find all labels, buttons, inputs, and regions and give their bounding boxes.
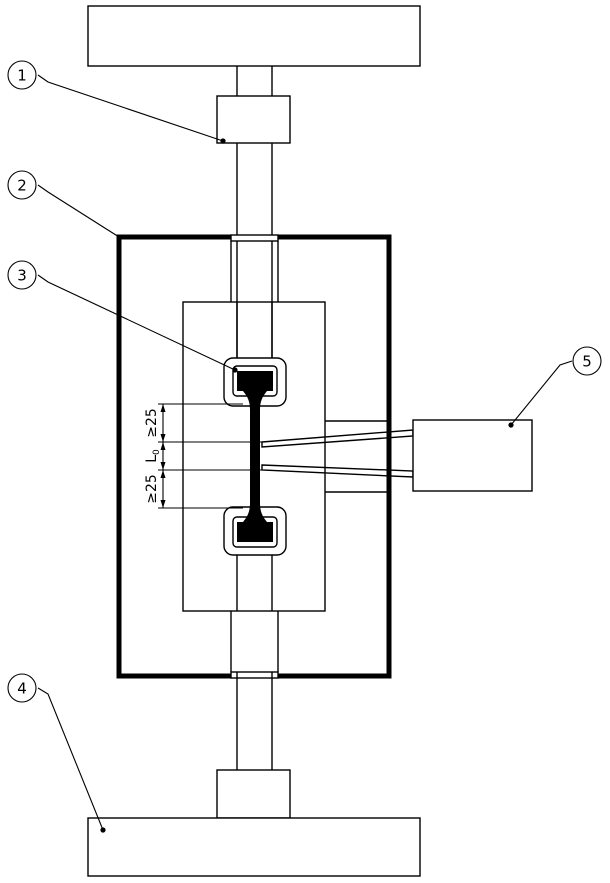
lower-coupling — [216, 769, 291, 819]
callout-4: 4 — [7, 673, 37, 703]
callout-5-label: 5 — [582, 353, 592, 371]
bottom-crosshead — [87, 817, 421, 877]
specimen — [237, 371, 273, 542]
lower-pull-rod — [236, 672, 273, 770]
extensometer-rods — [261, 429, 430, 478]
dimension-gauge-label: L0 — [144, 449, 162, 463]
furnace-rod-ports — [230, 234, 279, 679]
furnace-chamber — [182, 301, 326, 612]
top-crosshead — [87, 5, 421, 67]
dimension-upper-label: ≥25 — [144, 408, 160, 438]
leader-dots — [100, 138, 514, 833]
callout-1: 1 — [7, 60, 37, 90]
dimension-lower-label: ≥25 — [144, 474, 160, 504]
chamber-rods — [236, 302, 273, 611]
callout-2-label: 2 — [17, 177, 27, 195]
callout-1-label: 1 — [17, 67, 27, 85]
callout-3-label: 3 — [17, 267, 27, 285]
callout-4-label: 4 — [17, 680, 27, 698]
gauge-length-subscript: 0 — [152, 449, 162, 455]
upper-coupling — [216, 95, 291, 144]
gauge-length-symbol: L — [144, 455, 160, 463]
extensometer-port — [325, 420, 389, 493]
extensometer-body — [412, 419, 533, 492]
leader-lines — [37, 74, 573, 831]
callout-2: 2 — [7, 170, 37, 200]
dimension-lines — [158, 403, 262, 509]
callout-5: 5 — [572, 346, 602, 376]
callout-3: 3 — [7, 260, 37, 290]
